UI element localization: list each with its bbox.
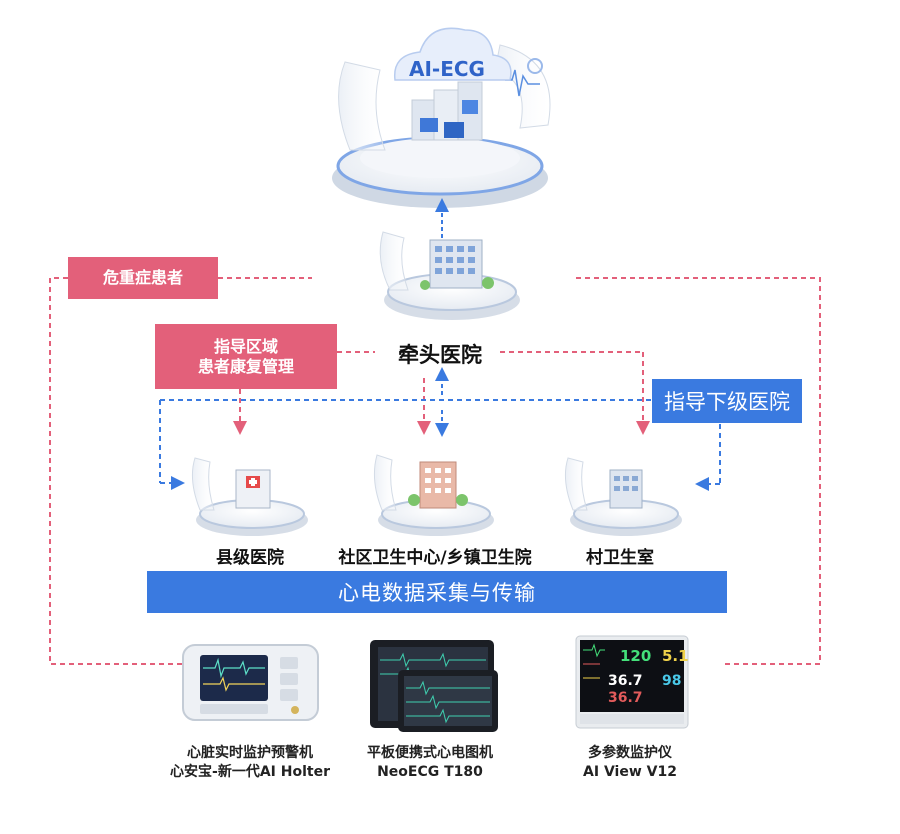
lower-hospital-guidance-arrows <box>159 367 721 491</box>
monitor-temp-1: 36.7 <box>608 673 643 689</box>
monitor-label-line2: AI View V12 <box>583 764 677 780</box>
regional-guidance-tag: 指导区域 患者康复管理 <box>155 324 337 389</box>
ai-ecg-cloud-platform <box>332 27 551 208</box>
hub-hospital-label: 牵头医院 <box>398 343 482 367</box>
holter-device <box>182 644 319 721</box>
monitor-spo2: 98 <box>662 673 681 689</box>
cloud-label: AI-ECG <box>409 57 485 81</box>
holter-label: 心脏实时监护预警机 心安宝-新一代AI Holter <box>145 744 355 782</box>
tablet-ecg-device <box>370 640 498 732</box>
ecg-data-transmission-banner: 心电数据采集与传输 <box>147 571 727 613</box>
critical-patient-flow-left <box>49 277 312 665</box>
tablet-ecg-label: 平板便携式心电图机 NeoECG T180 <box>345 744 515 782</box>
tablet-ecg-label-line2: NeoECG T180 <box>377 764 483 780</box>
regional-guidance-arrows <box>233 351 650 435</box>
county-hospital-label: 县级医院 <box>216 548 284 568</box>
county-hospital-node <box>191 457 308 536</box>
holter-label-line2: 心安宝-新一代AI Holter <box>170 764 330 780</box>
tablet-ecg-label-line1: 平板便携式心电图机 <box>367 745 493 761</box>
monitor-heart-rate: 120 <box>620 647 651 665</box>
guide-lower-hospitals-tag: 指导下级医院 <box>652 379 802 423</box>
critical-patients-label: 危重症患者 <box>102 268 183 287</box>
banner-label: 心电数据采集与传输 <box>338 581 536 605</box>
regional-guidance-line1: 指导区域 <box>213 336 278 356</box>
guide-lower-hospitals-label: 指导下级医院 <box>664 390 790 414</box>
hub-hospital-building <box>379 231 520 320</box>
village-clinic-label: 村卫生室 <box>586 548 654 568</box>
monitor-label-line1: 多参数监护仪 <box>588 745 672 761</box>
community-health-center-label: 社区卫生中心/乡镇卫生院 <box>338 548 532 568</box>
critical-patient-flow-right <box>575 277 821 665</box>
monitor-label: 多参数监护仪 AI View V12 <box>560 744 700 782</box>
critical-patients-tag: 危重症患者 <box>68 257 218 299</box>
regional-guidance-line2: 患者康复管理 <box>197 356 294 376</box>
multiparameter-monitor-device <box>575 635 689 729</box>
monitor-st-value: 5.1 <box>662 647 689 665</box>
monitor-temp-2: 36.7 <box>608 690 643 706</box>
village-clinic-node <box>564 457 682 536</box>
community-health-center-node <box>373 454 494 536</box>
holter-label-line1: 心脏实时监护预警机 <box>187 745 313 761</box>
